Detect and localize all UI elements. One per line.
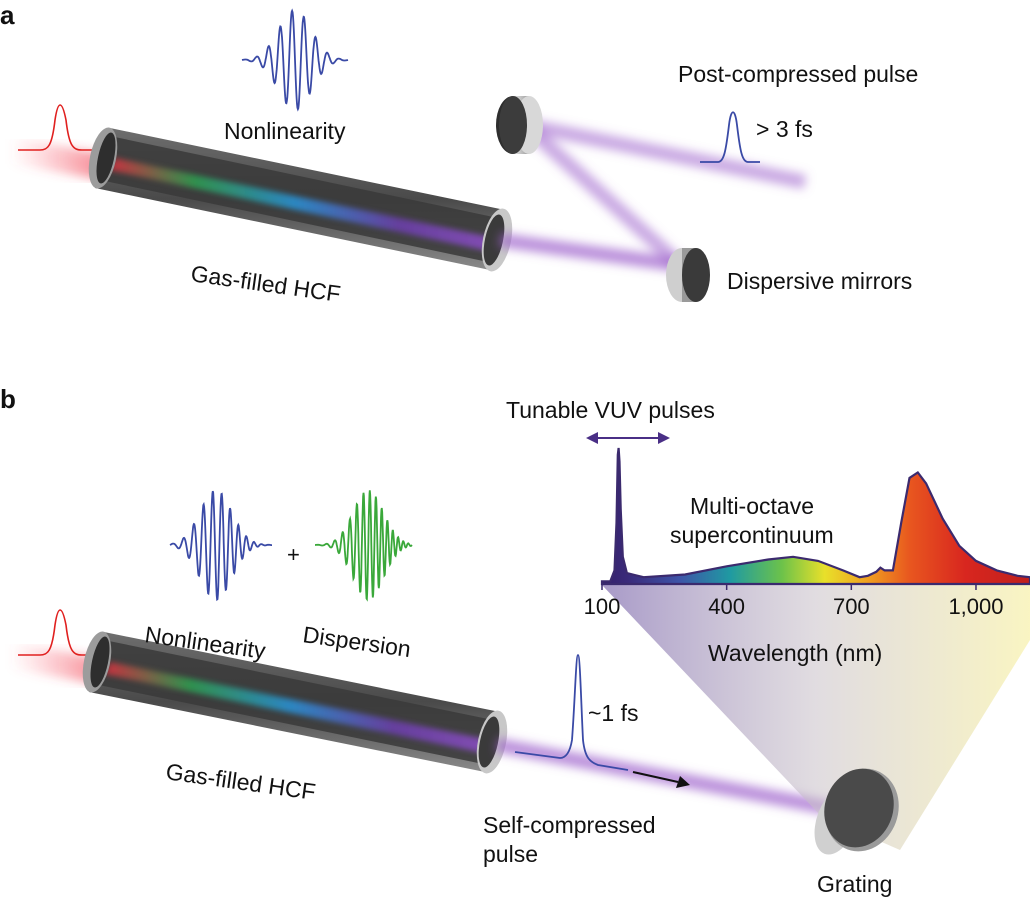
grating-label: Grating <box>817 871 892 897</box>
vuv-label: Tunable VUV pulses <box>506 397 715 423</box>
output-beam-b <box>495 738 832 815</box>
x-ticks: 100 400 700 1,000 <box>584 584 1004 619</box>
spectrum-curve <box>600 447 1030 586</box>
post-compressed-pulse-shape <box>700 111 760 163</box>
propagation-arrowhead <box>676 776 690 788</box>
x-tick-label: 1,000 <box>948 594 1003 619</box>
self-compressed-label-1: Self-compressed <box>483 812 656 838</box>
diffraction-cone <box>602 585 1030 850</box>
self-compressed-label-2: pulse <box>483 841 538 867</box>
x-tick-label: 100 <box>584 594 621 619</box>
output-beam-a <box>499 118 807 272</box>
self-compressed-pulse-shape <box>514 654 629 771</box>
x-tick-label: 400 <box>708 594 745 619</box>
vuv-arrow <box>586 432 670 444</box>
spectrum-chart: 100 400 700 1,000 Wavelength (nm) <box>584 447 1030 666</box>
fiber-label-b: Gas-filled HCF <box>164 758 317 805</box>
post-compressed-pulse-label: Post-compressed pulse <box>678 61 918 87</box>
plus-sign: + <box>287 542 300 567</box>
dispersive-mirrors-label: Dispersive mirrors <box>727 268 912 294</box>
input-pulse-b <box>18 609 96 656</box>
supercontinuum-label-2: supercontinuum <box>670 522 834 548</box>
grating <box>814 768 899 855</box>
fiber-a <box>88 127 513 272</box>
fiber-label-a: Gas-filled HCF <box>189 260 342 307</box>
supercontinuum-label-1: Multi-octave <box>690 493 814 519</box>
dispersion-label: Dispersion <box>301 621 412 662</box>
duration-b-label: ~1 fs <box>588 700 639 726</box>
panel-a-label: a <box>0 0 15 30</box>
input-pulse-a <box>18 104 96 151</box>
nonlinearity-wave-b <box>169 490 272 602</box>
panel-b-label: b <box>0 384 16 414</box>
x-axis-label: Wavelength (nm) <box>708 640 882 666</box>
fiber-b <box>82 631 508 774</box>
dispersion-wave <box>315 490 413 602</box>
dispersive-mirror-top <box>496 96 543 154</box>
propagation-arrow <box>632 771 679 783</box>
x-tick-label: 700 <box>833 594 870 619</box>
duration-a-label: > 3 fs <box>756 116 813 142</box>
nonlinearity-wave-a <box>241 8 349 112</box>
nonlinearity-label-a: Nonlinearity <box>224 118 346 144</box>
dispersive-mirror-bottom <box>666 248 710 302</box>
